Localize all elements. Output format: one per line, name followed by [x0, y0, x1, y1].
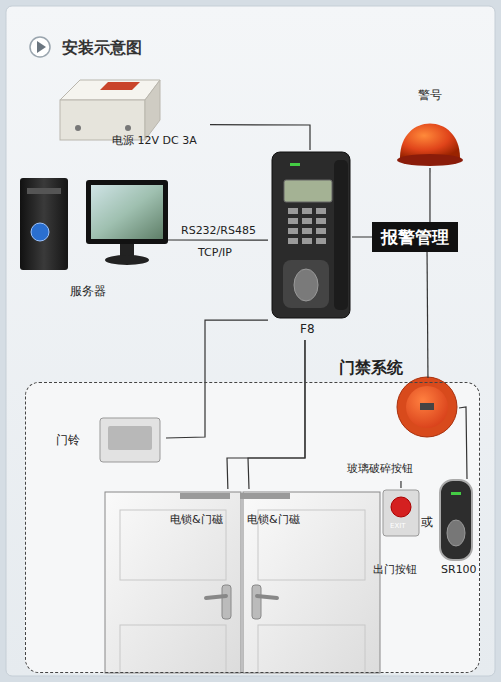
key	[316, 238, 326, 244]
power-supply-side	[145, 80, 160, 140]
glass-break-face	[406, 386, 448, 428]
button-text: EXIT	[390, 522, 406, 530]
alarm-management-box-label: 报警管理	[381, 227, 449, 247]
access-control-region-label: 门禁系统	[339, 358, 403, 377]
connector-line	[400, 481, 401, 488]
monitor-stand	[120, 244, 134, 256]
connector-line	[248, 340, 305, 489]
exit-button-red	[391, 497, 411, 517]
sr100-body	[440, 480, 472, 560]
siren-base	[397, 154, 463, 166]
exit-button: 出门按钮	[371, 488, 431, 580]
door-leaf	[105, 492, 241, 673]
connector-line	[227, 340, 305, 489]
sr100-fingerprint	[447, 520, 465, 546]
door-panel	[120, 625, 226, 673]
siren-dome	[400, 124, 460, 159]
key	[302, 238, 312, 244]
electric-lock: 电锁&门磁	[239, 489, 307, 531]
door-leaf	[243, 492, 380, 673]
doorbell-grille	[108, 426, 152, 450]
key	[302, 208, 312, 214]
f8-terminal-label: F8	[300, 322, 315, 336]
power-supply-hole	[75, 125, 81, 131]
handle-plate	[222, 585, 231, 619]
exit-button-plate	[383, 490, 419, 536]
door-handle	[206, 596, 226, 598]
connector-line	[426, 252, 428, 378]
doorbell-label: 门铃	[56, 433, 80, 447]
electric-lock-label: 电锁&门磁	[247, 513, 300, 526]
power-supply-label: 电源 12V DC 3A	[112, 134, 197, 147]
sr100-reader: SR100	[437, 479, 477, 579]
glass-break-button: 玻璃破碎按钮	[341, 378, 459, 481]
connector-line	[210, 125, 310, 150]
key	[302, 228, 312, 234]
server-logo	[31, 223, 49, 241]
monitor-screen	[91, 185, 163, 239]
or-label: 或	[421, 515, 433, 529]
connector-line	[168, 239, 268, 240]
f8-keypad	[288, 208, 326, 244]
sr100-reader-label: SR100	[441, 563, 477, 576]
power-supply-sticker	[100, 82, 140, 90]
page-panel	[6, 6, 495, 676]
server-tower	[20, 178, 68, 270]
glass-break-ring	[397, 377, 457, 437]
electric-lock	[180, 493, 230, 499]
f8-side	[334, 160, 348, 310]
connector-label: RS232/RS485	[181, 224, 256, 237]
f8-body	[272, 152, 350, 318]
electric-lock	[240, 493, 290, 499]
key	[316, 208, 326, 214]
key	[288, 208, 298, 214]
connector-line	[166, 320, 268, 438]
alarm-siren-label: 警号	[418, 88, 442, 102]
server-drive-bay	[27, 188, 61, 194]
glass-break-window	[420, 403, 434, 410]
protocol-label: TCP/IP	[198, 246, 232, 259]
server: 服务器	[18, 172, 168, 302]
f8-fingerprint-window	[294, 269, 318, 301]
key	[316, 228, 326, 234]
key	[302, 218, 312, 224]
connector-line	[352, 236, 372, 237]
monitor-frame	[86, 180, 168, 244]
handle-plate	[252, 585, 261, 619]
electric-lock: 电锁&门磁	[166, 489, 234, 531]
sr100-led	[451, 492, 461, 495]
f8-led	[290, 163, 300, 166]
door-handle	[257, 596, 277, 598]
glass-break-button-label: 玻璃破碎按钮	[347, 462, 413, 475]
doorbell: 门铃	[56, 413, 166, 469]
key	[288, 238, 298, 244]
door-panel	[120, 510, 226, 580]
connector-line	[429, 168, 430, 222]
alarm-management-box: 报警管理	[372, 222, 458, 252]
power-supply-hole	[125, 125, 131, 131]
title-icon-arrow	[37, 41, 46, 53]
electric-lock-label: 电锁&门磁	[170, 513, 223, 526]
title-icon	[30, 37, 50, 57]
power-supply: 电源 12V DC 3A	[50, 72, 210, 157]
access-control-region: 门禁系统门铃玻璃破碎按钮电锁&门磁电锁&门磁出门按钮SR100	[25, 382, 480, 673]
power-supply-top	[60, 80, 160, 100]
connector-line	[459, 407, 467, 479]
door-panel	[258, 625, 365, 673]
doorbell-body	[100, 418, 160, 462]
server-label: 服务器	[70, 284, 106, 298]
exit-button-label: 出门按钮	[373, 563, 417, 576]
diagram-title: 安装示意图	[62, 38, 142, 59]
f8-terminal: F8	[268, 150, 352, 340]
f8-display	[284, 180, 332, 202]
alarm-siren: 警号	[390, 88, 470, 168]
key	[316, 218, 326, 224]
key	[288, 218, 298, 224]
monitor-base	[105, 255, 149, 265]
f8-sensor-housing	[283, 260, 329, 308]
key	[288, 228, 298, 234]
